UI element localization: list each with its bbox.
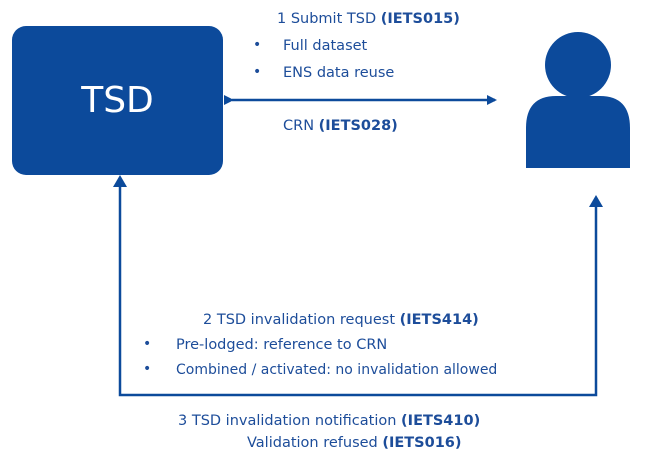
crn-code: (IETS028): [318, 118, 398, 134]
bullet-dot: •: [143, 336, 152, 352]
invalidation-request-title: 2 TSD invalidation request (IETS414): [203, 311, 479, 329]
arrowhead-up-person: [589, 195, 603, 207]
bullet-dot: •: [253, 64, 262, 80]
invalidation-request-title-text: 2 TSD invalidation request: [203, 312, 396, 328]
tsd-box-label: TSD: [81, 80, 154, 121]
invalidation-request-code: (IETS414): [399, 312, 479, 328]
invalidation-notification-code: (IETS410): [401, 413, 481, 429]
invalidation-request-bullet-1: Pre-lodged: reference to CRN: [176, 337, 388, 353]
invalidation-loop-arrow: [118, 182, 598, 397]
bullet-dot: •: [143, 361, 152, 377]
invalidation-notification-title-text: 3 TSD invalidation notification: [178, 413, 397, 429]
validation-refused-code: (IETS016): [382, 435, 462, 451]
submit-bullet-1: Full dataset: [283, 38, 368, 54]
invalidation-request-bullet-2: Combined / activated: no invalidation al…: [176, 362, 498, 378]
submit-code: (IETS015): [380, 11, 460, 27]
arrowhead-up-tsd: [113, 175, 127, 187]
person-icon: [526, 32, 630, 168]
crn-label-text: CRN: [283, 118, 315, 134]
submit-title: 1 Submit TSD (IETS015): [277, 10, 460, 28]
tsd-system-box: TSD: [12, 26, 223, 175]
submit-title-text: 1 Submit TSD: [277, 11, 377, 27]
crn-label: CRN (IETS028): [283, 117, 398, 135]
bullet-dot: •: [253, 37, 262, 53]
submit-bullet-2: ENS data reuse: [283, 65, 395, 81]
invalidation-notification-title: 3 TSD invalidation notification (IETS410…: [178, 412, 480, 430]
validation-refused: Validation refused (IETS016): [247, 434, 462, 452]
validation-refused-text: Validation refused: [247, 435, 378, 451]
